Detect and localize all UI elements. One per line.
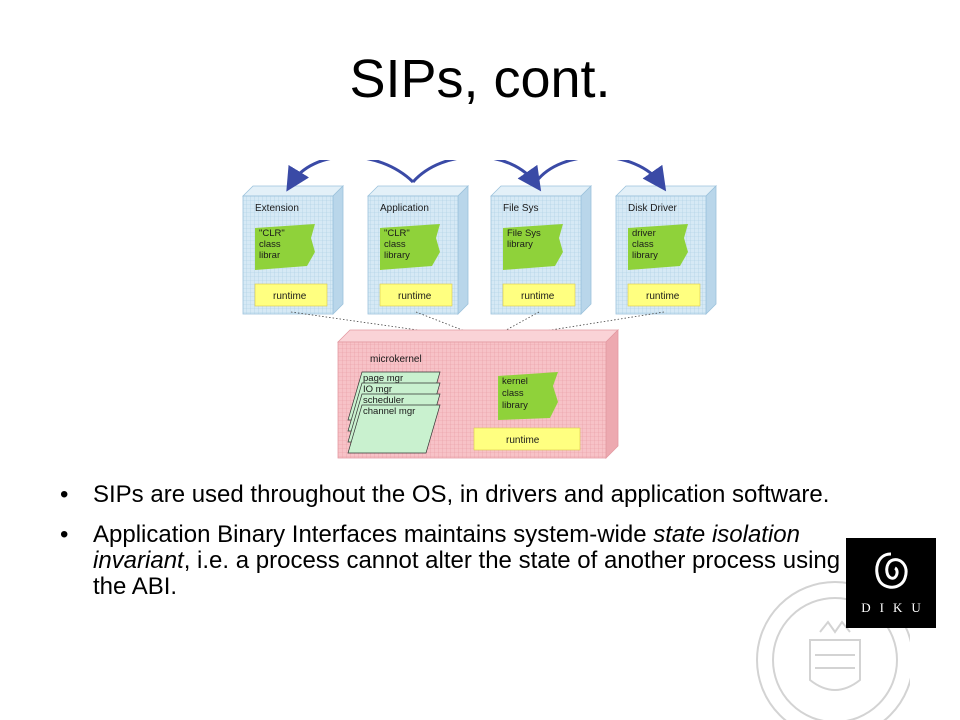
library-text: "CLR": [259, 228, 285, 239]
kernel-runtime-bar: [473, 427, 581, 451]
bullet-dot: •: [60, 481, 69, 508]
bullet-item: • Application Binary Interfaces maintain…: [60, 522, 880, 600]
manager-card: [347, 404, 441, 454]
slide-title: SIPs, cont.: [349, 49, 611, 109]
process-box-side: [457, 185, 469, 315]
runtime-label: runtime: [521, 291, 555, 302]
runtime-bar: [627, 283, 701, 307]
manager-label: channel mgr: [363, 406, 415, 417]
process-box-top: [615, 185, 717, 197]
kernel-library-text: class: [502, 388, 524, 399]
library-blob: [503, 224, 563, 270]
manager-label: page mgr: [363, 373, 403, 384]
process-box-top: [242, 185, 344, 197]
library-text: library: [632, 250, 658, 261]
microkernel-side: [605, 329, 619, 459]
runtime-bar: [254, 283, 328, 307]
process-header: Extension: [255, 203, 299, 214]
library-text: "CLR": [384, 228, 410, 239]
bullet-emphasis: state isolation invariant: [93, 521, 801, 574]
bullet-item: • SIPs are used throughout the OS, in dr…: [60, 482, 880, 508]
process-header: File Sys: [503, 203, 539, 214]
runtime-bar: [502, 283, 576, 307]
kernel-library-text: kernel: [502, 376, 528, 387]
library-text: library: [507, 239, 533, 250]
microkernel-header: microkernel: [370, 354, 422, 365]
process-box-top: [490, 185, 592, 197]
process-box-side: [332, 185, 344, 315]
runtime-bar: [379, 283, 453, 307]
diku-logo: DIKU: [846, 538, 936, 628]
library-text: class: [259, 239, 281, 250]
library-text: librar: [259, 250, 280, 261]
manager-label: scheduler: [363, 395, 404, 406]
channel-arrow: [286, 160, 415, 192]
process-box-side: [580, 185, 592, 315]
library-text: driver: [632, 228, 656, 239]
sip-architecture-diagram: Extension"CLR"classlibrarruntimeApplicat…: [242, 160, 717, 459]
runtime-label: runtime: [646, 291, 680, 302]
bullet-text-after: , i.e. a process cannot alter the state …: [93, 547, 841, 600]
process-box-top: [367, 185, 469, 197]
kernel-runtime-label: runtime: [506, 435, 540, 446]
bullet-text-before: Application Binary Interfaces maintains …: [93, 521, 654, 548]
bullet-list: • SIPs are used throughout the OS, in dr…: [60, 482, 880, 614]
university-seal-icon: [756, 581, 910, 720]
process-header: Application: [380, 203, 429, 214]
library-text: library: [384, 250, 410, 261]
library-text: class: [632, 239, 654, 250]
runtime-label: runtime: [273, 291, 307, 302]
channel-arrow: [534, 160, 667, 192]
manager-label: IO mgr: [363, 384, 392, 395]
library-blob: [255, 224, 315, 270]
kernel-library-text: library: [502, 400, 528, 411]
kernel-library-blob: [498, 372, 558, 420]
library-blob: [628, 224, 688, 270]
library-blob: [380, 224, 440, 270]
process-box-side: [705, 185, 717, 315]
bullet-dot: •: [60, 521, 69, 548]
ipc-connector: [487, 311, 540, 341]
microkernel-top: [337, 329, 619, 343]
library-text: File Sys: [507, 228, 541, 239]
diku-logo-glyph-icon: [875, 552, 908, 589]
diku-logo-letters: DIKU: [861, 600, 930, 615]
bullet-text: SIPs are used throughout the OS, in driv…: [93, 481, 830, 508]
process-header: Disk Driver: [628, 203, 678, 214]
library-text: class: [384, 239, 406, 250]
runtime-label: runtime: [398, 291, 432, 302]
channel-arrow: [411, 160, 542, 192]
